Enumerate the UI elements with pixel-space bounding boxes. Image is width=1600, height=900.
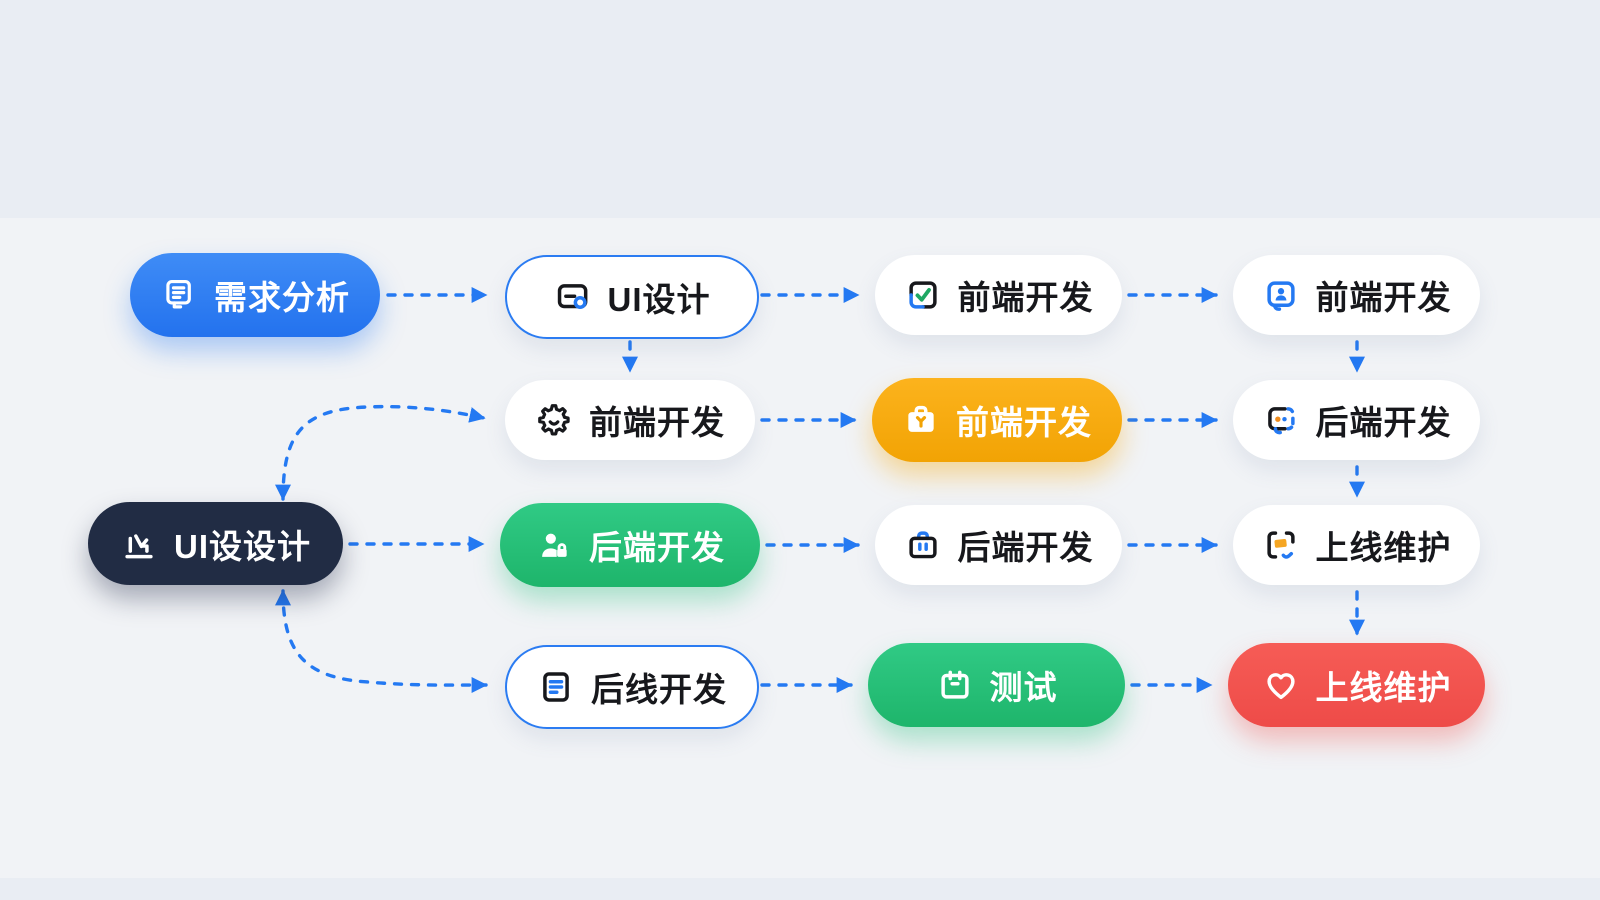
node-maintenance-white[interactable]: 上线维护: [1233, 505, 1480, 585]
node-label: 上线维护: [1315, 669, 1452, 706]
chart-icon: [120, 525, 158, 563]
check-square-icon: [904, 276, 942, 314]
node-label: 需求分析: [214, 279, 350, 316]
chat-dots-icon: [1262, 401, 1300, 439]
doc-lines-icon: [537, 668, 575, 706]
node-maintenance-red[interactable]: 上线维护: [1228, 643, 1485, 727]
node-label: UI设设计: [174, 527, 311, 565]
node-backend-dev-green[interactable]: 后端开发: [500, 503, 760, 587]
node-ui-design[interactable]: UI设计: [505, 255, 759, 339]
node-frontend-dev-person[interactable]: 前端开发: [1233, 255, 1480, 335]
node-backend-dev-briefcase[interactable]: 后端开发: [875, 505, 1122, 585]
node-label: 后线开发: [591, 671, 727, 708]
node-testing[interactable]: 测试: [868, 643, 1125, 727]
heart-icon: [1262, 666, 1300, 704]
node-frontend-dev-toolbox[interactable]: 前端开发: [872, 378, 1122, 462]
node-frontend-dev-check[interactable]: 前端开发: [875, 255, 1122, 335]
node-label: 前端开发: [589, 404, 725, 441]
node-backline-dev[interactable]: 后线开发: [505, 645, 759, 729]
document-comment-icon: [160, 276, 198, 314]
node-label: 前端开发: [956, 404, 1092, 441]
node-label: 后端开发: [957, 529, 1094, 566]
node-requirements[interactable]: 需求分析: [130, 253, 380, 337]
node-label: 测试: [989, 669, 1058, 706]
node-ui-design-dark[interactable]: UI设设计: [88, 502, 343, 585]
briefcase-icon: [904, 526, 942, 564]
node-label: 前端开发: [1315, 279, 1452, 316]
node-label: 后端开发: [1315, 404, 1452, 441]
gear-icon: [535, 401, 573, 439]
node-backend-dev-chat[interactable]: 后端开发: [1233, 380, 1480, 460]
ui-frame-icon: [554, 278, 592, 316]
node-label: 前端开发: [957, 279, 1094, 316]
node-label: UI设计: [607, 281, 711, 318]
calendar-icon: [936, 666, 974, 704]
node-label: 上线维护: [1315, 529, 1452, 566]
toolbox-icon: [902, 401, 940, 439]
chat-edit-icon: [1262, 526, 1300, 564]
node-label: 后端开发: [589, 529, 725, 566]
node-frontend-dev-gear[interactable]: 前端开发: [505, 380, 755, 460]
person-bag-icon: [535, 526, 573, 564]
person-chat-icon: [1262, 276, 1300, 314]
